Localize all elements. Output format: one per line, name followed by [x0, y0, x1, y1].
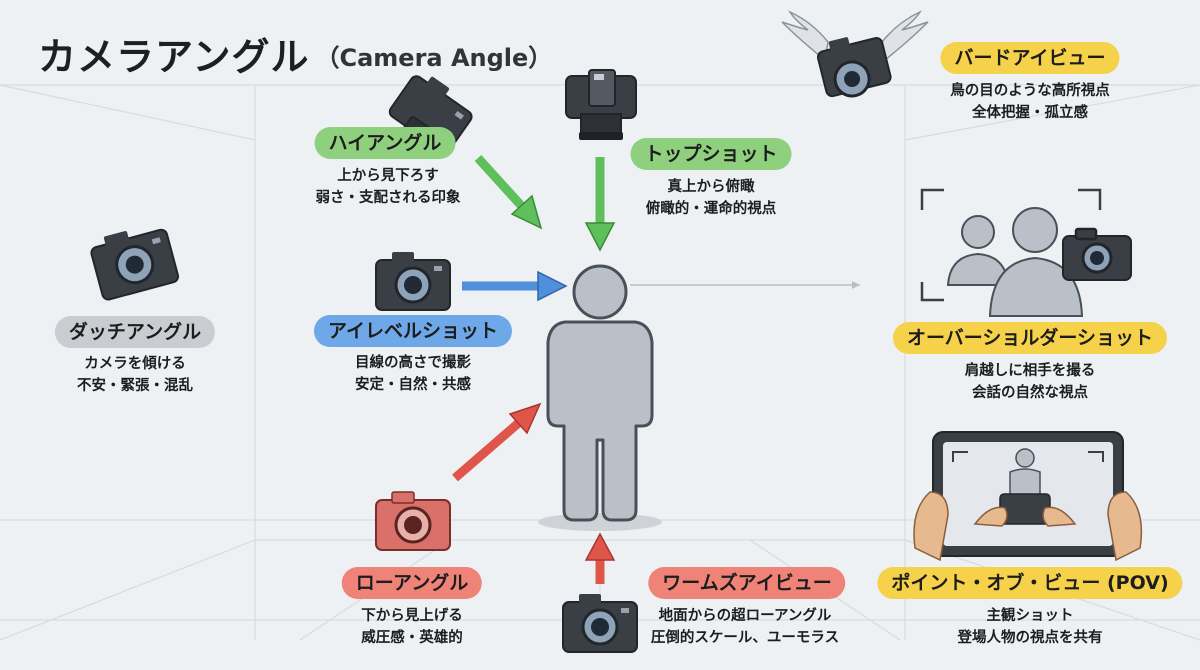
camera-icon — [375, 252, 451, 311]
eye-level-line2: 安定・自然・共感 — [355, 377, 471, 393]
birds-eye-label: バードアイビュー — [940, 42, 1120, 74]
top-shot-arrow — [584, 157, 616, 252]
over-shoulder-line2: 会話の自然な視点 — [972, 385, 1088, 401]
dutch-angle-line2: 不安・緊張・混乱 — [77, 378, 193, 394]
title-subtitle: （Camera Angle） — [315, 44, 553, 72]
top-shot-label: トップショット — [630, 138, 792, 170]
perspective-guide-lines — [0, 84, 1200, 641]
dutch-angle-label: ダッチアングル — [54, 316, 216, 348]
birds-eye-description: 鳥の目のような高所視点 全体把握・孤立感 — [950, 80, 1110, 124]
eye-level-guide-tip — [852, 281, 860, 289]
birds-eye-line1: 鳥の目のような高所視点 — [950, 83, 1110, 99]
dutch-angle-description: カメラを傾ける 不安・緊張・混乱 — [77, 353, 193, 397]
worms-eye-label: ワームズアイビュー — [648, 567, 846, 599]
dutch-angle-line1: カメラを傾ける — [84, 356, 186, 372]
top-shot-description: 真上から俯瞰 俯瞰的・運命的視点 — [646, 176, 777, 220]
worms-eye-description: 地面からの超ローアングル 圧倒的スケール、ユーモラス — [651, 605, 839, 649]
high-angle-arrow — [474, 154, 543, 230]
page-title: カメラアングル（Camera Angle） — [38, 26, 552, 81]
title-main: カメラアングル — [38, 35, 310, 79]
low-angle-description: 下から見上げる 威圧感・英雄的 — [361, 605, 463, 649]
eye-level-arrow — [462, 270, 568, 302]
eye-level-description: 目線の高さで撮影 安定・自然・共感 — [355, 352, 471, 396]
worms-eye-arrow — [584, 532, 616, 584]
eye-level-label: アイレベルショット — [313, 315, 513, 347]
pov-line2: 登場人物の視点を共有 — [957, 630, 1103, 646]
high-angle-line2: 弱さ・支配される印象 — [315, 190, 461, 206]
over-shoulder-description: 肩越しに相手を撮る 会話の自然な視点 — [965, 360, 1096, 404]
high-angle-line1: 上から見下ろす — [337, 168, 439, 184]
pov-label: ポイント・オブ・ビュー (POV) — [877, 567, 1183, 599]
over-shoulder-frame-icon — [920, 188, 1132, 317]
birds-eye-line2: 全体把握・孤立感 — [972, 105, 1088, 121]
camera-icon — [562, 594, 638, 653]
high-angle-description: 上から見下ろす 弱さ・支配される印象 — [316, 165, 461, 209]
low-angle-line2: 威圧感・英雄的 — [361, 630, 463, 646]
pov-description: 主観ショット 登場人物の視点を共有 — [958, 605, 1103, 649]
low-angle-label: ローアングル — [341, 567, 483, 599]
worms-eye-line2: 圧倒的スケール、ユーモラス — [650, 630, 840, 646]
camera-icon — [375, 491, 451, 551]
over-shoulder-line1: 肩越しに相手を撮る — [964, 363, 1096, 379]
hands-holding-screen-icon — [913, 431, 1143, 562]
camera-icon — [90, 228, 180, 301]
high-angle-label: ハイアングル — [314, 127, 456, 159]
pov-line1: 主観ショット — [986, 608, 1074, 624]
camera-icon — [565, 69, 637, 140]
top-shot-line2: 俯瞰的・運命的視点 — [645, 201, 777, 217]
person-silhouette-icon — [538, 264, 662, 531]
worms-eye-line1: 地面からの超ローアングル — [658, 608, 832, 624]
top-shot-line1: 真上から俯瞰 — [667, 179, 755, 195]
low-angle-line1: 下から見上げる — [361, 608, 463, 624]
winged-camera-icon — [781, 10, 929, 98]
over-shoulder-label: オーバーショルダーショット — [892, 322, 1168, 354]
eye-level-line1: 目線の高さで撮影 — [355, 355, 471, 371]
low-angle-arrow — [452, 402, 542, 482]
